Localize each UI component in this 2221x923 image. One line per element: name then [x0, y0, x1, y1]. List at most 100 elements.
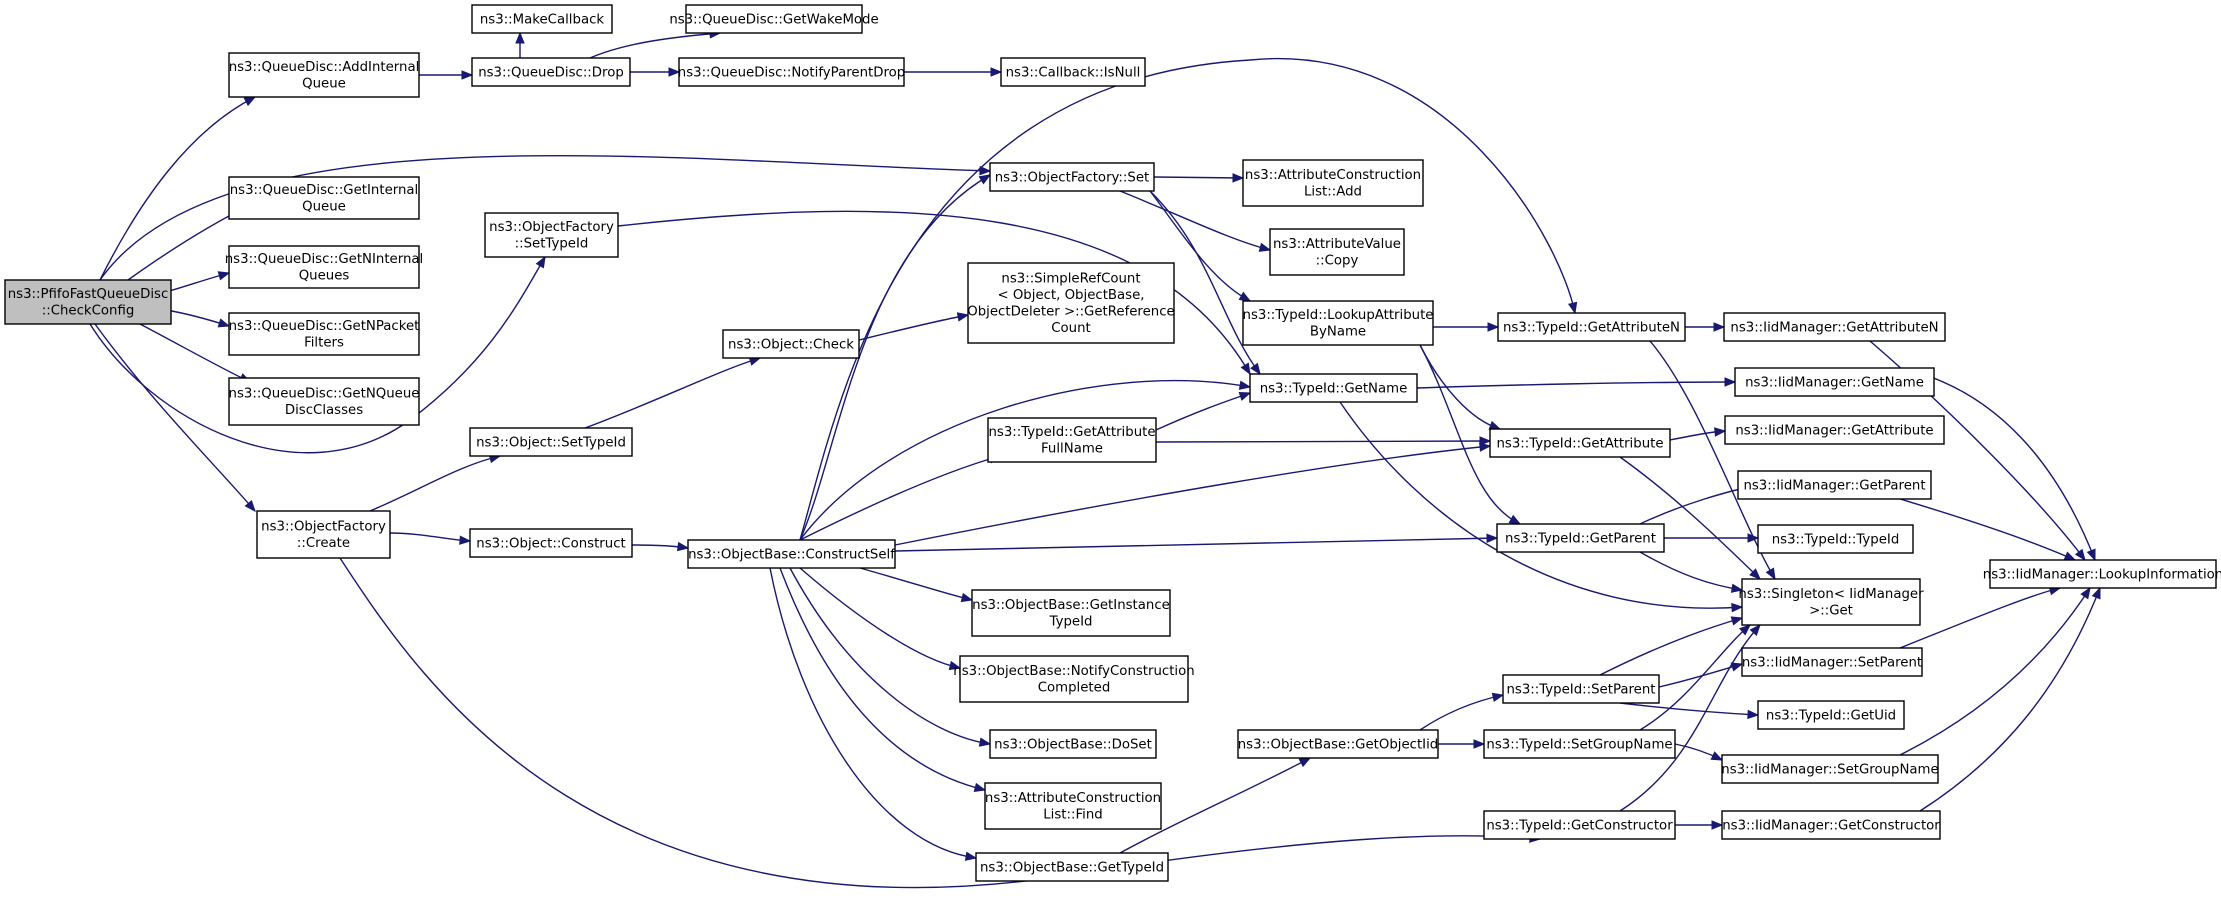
- arrowhead-icon: [978, 737, 992, 747]
- function-node-getConstructor[interactable]: ns3::TypeId::GetConstructor: [1483, 810, 1676, 840]
- function-node-setGroupName[interactable]: ns3::TypeId::SetGroupName: [1483, 729, 1676, 759]
- edge-line: [894, 445, 1491, 546]
- function-node-doSet[interactable]: ns3::ObjectBase::DoSet: [989, 729, 1157, 759]
- arrowhead-icon: [1710, 751, 1724, 761]
- function-node-constructSelf[interactable]: ns3::ObjectBase::ConstructSelf: [687, 539, 896, 569]
- function-node-iidGetAttr[interactable]: ns3::IidManager::GetAttribute: [1724, 415, 1945, 445]
- node-label-line: ns3::Object::Check: [728, 337, 854, 352]
- arrowhead-icon: [1238, 391, 1252, 401]
- edge-line: [89, 256, 546, 454]
- function-node-makeCallback[interactable]: ns3::MakeCallback: [471, 4, 613, 34]
- function-node-simpleRef[interactable]: ns3::SimpleRefCount< Object, ObjectBase,…: [967, 262, 1175, 344]
- function-node-avCopy[interactable]: ns3::AttributeValue::Copy: [1269, 228, 1405, 276]
- arrowhead-icon: [535, 255, 546, 269]
- function-node-obGetTypeId[interactable]: ns3::ObjectBase::GetTypeId: [975, 852, 1169, 882]
- function-node-objConstruct[interactable]: ns3::Object::Construct: [469, 528, 633, 558]
- function-node-iidGetParent[interactable]: ns3::IidManager::GetParent: [1737, 470, 1932, 500]
- function-node-ofSetTypeId[interactable]: ns3::ObjectFactory::SetTypeId: [484, 212, 619, 258]
- root-function-node[interactable]: ns3::PfifoFastQueueDisc::CheckConfig: [4, 279, 172, 325]
- node-label-line: ns3::ObjectFactory: [261, 520, 386, 535]
- function-node-objCheck[interactable]: ns3::Object::Check: [722, 329, 860, 359]
- node-box: [228, 176, 420, 220]
- node-label-line: ns3::TypeId::GetAttributeN: [1503, 320, 1680, 335]
- function-node-notifyConstr[interactable]: ns3::ObjectBase::NotifyConstructionCompl…: [953, 655, 1195, 703]
- arrowhead-icon: [676, 541, 690, 552]
- node-label-line: ObjectDeleter >::GetReference: [967, 305, 1174, 320]
- arrowhead-icon: [1258, 242, 1272, 252]
- node-box: [1000, 57, 1146, 87]
- edge-iidSetGroupName-to-iidLookupInfo: [1899, 586, 2091, 756]
- arrowhead-icon: [1747, 533, 1760, 543]
- edge-line: [584, 357, 761, 429]
- edge-line: [1419, 694, 1504, 731]
- arrowhead-icon: [1479, 436, 1492, 446]
- arrowhead-icon: [960, 592, 974, 603]
- function-node-iidGetAttrN[interactable]: ns3::IidManager::GetAttributeN: [1723, 312, 1946, 342]
- node-box: [1242, 159, 1424, 207]
- edge-line: [1119, 190, 1271, 251]
- function-node-singletonGet[interactable]: ns3::Singleton< IidManager>::Get: [1738, 578, 1924, 626]
- node-box: [687, 539, 896, 569]
- function-node-objSetTypeId[interactable]: ns3::Object::SetTypeId: [469, 427, 633, 457]
- edge-getObjectIid-to-setParent: [1419, 692, 1505, 731]
- function-node-iidLookupInfo[interactable]: ns3::IidManager::LookupInformation: [1983, 559, 2221, 589]
- function-node-iidGetConstructor[interactable]: ns3::IidManager::GetConstructor: [1721, 810, 1941, 840]
- function-node-getParent[interactable]: ns3::TypeId::GetParent: [1496, 523, 1665, 553]
- node-label-line: ns3::IidManager::GetAttributeN: [1730, 320, 1938, 335]
- edge-ofCreate-to-objSetTypeId: [369, 453, 502, 512]
- function-node-iidSetParent[interactable]: ns3::IidManager::SetParent: [1741, 647, 1923, 677]
- function-node-setParent[interactable]: ns3::TypeId::SetParent: [1502, 674, 1660, 704]
- function-node-getWakeMode[interactable]: ns3::QueueDisc::GetWakeMode: [669, 4, 879, 34]
- function-node-ofCreate[interactable]: ns3::ObjectFactory::Create: [256, 510, 391, 559]
- node-label-line: ns3::QueueDisc::AddInternal: [229, 60, 420, 75]
- node-box: [469, 427, 633, 457]
- node-label-line: Queue: [302, 200, 346, 215]
- arrowhead-icon: [979, 165, 992, 176]
- node-label-line: ::Create: [297, 536, 350, 551]
- node-label-line: Queue: [302, 77, 346, 92]
- function-node-getAttrN[interactable]: ns3::TypeId::GetAttributeN: [1497, 312, 1686, 342]
- function-node-qdDrop[interactable]: ns3::QueueDisc::Drop: [471, 57, 631, 87]
- node-box: [1741, 578, 1921, 626]
- edge-getAttr-to-singletonGet: [1619, 456, 1761, 580]
- arrowhead-icon: [1730, 662, 1744, 672]
- function-node-ofSet[interactable]: ns3::ObjectFactory::Set: [989, 162, 1155, 192]
- node-box: [1737, 470, 1932, 500]
- edge-line: [858, 314, 969, 341]
- node-box: [989, 729, 1157, 759]
- function-node-getObjectIid[interactable]: ns3::ObjectBase::GetObjectIid: [1237, 729, 1439, 759]
- function-node-notifyParentDrop[interactable]: ns3::QueueDisc::NotifyParentDrop: [678, 57, 905, 87]
- node-label-line: Count: [1051, 321, 1091, 336]
- function-node-getName[interactable]: ns3::TypeId::GetName: [1249, 373, 1418, 403]
- arrowhead-icon: [1731, 602, 1744, 613]
- node-label-line: ns3::QueueDisc::GetNInternal: [225, 252, 423, 267]
- arrowhead-icon: [1508, 514, 1522, 525]
- edge-getAttr-to-iidGetAttr: [1669, 427, 1727, 441]
- function-node-typeIdTypeId[interactable]: ns3::TypeId::TypeId: [1757, 524, 1914, 554]
- arrowhead-icon: [2091, 586, 2101, 600]
- edge-root-to-getNPacket: [165, 309, 231, 328]
- edge-constructSelf-to-getAttrFull: [799, 454, 1002, 541]
- node-label-line: ns3::Object::Construct: [476, 536, 625, 551]
- function-node-iidSetGroupName[interactable]: ns3::IidManager::SetGroupName: [1721, 754, 1939, 784]
- function-node-cbIsNull[interactable]: ns3::Callback::IsNull: [1000, 57, 1146, 87]
- function-node-getAttr[interactable]: ns3::TypeId::GetAttribute: [1489, 428, 1671, 458]
- function-node-getUid[interactable]: ns3::TypeId::GetUid: [1757, 700, 1905, 730]
- edge-line: [1619, 456, 1761, 580]
- function-node-iidGetName[interactable]: ns3::IidManager::GetName: [1734, 367, 1935, 397]
- node-box: [967, 262, 1175, 344]
- node-box: [1483, 810, 1676, 840]
- node-box: [1497, 312, 1686, 342]
- arrowhead-icon: [1238, 380, 1252, 390]
- arrowhead-icon: [1724, 377, 1737, 387]
